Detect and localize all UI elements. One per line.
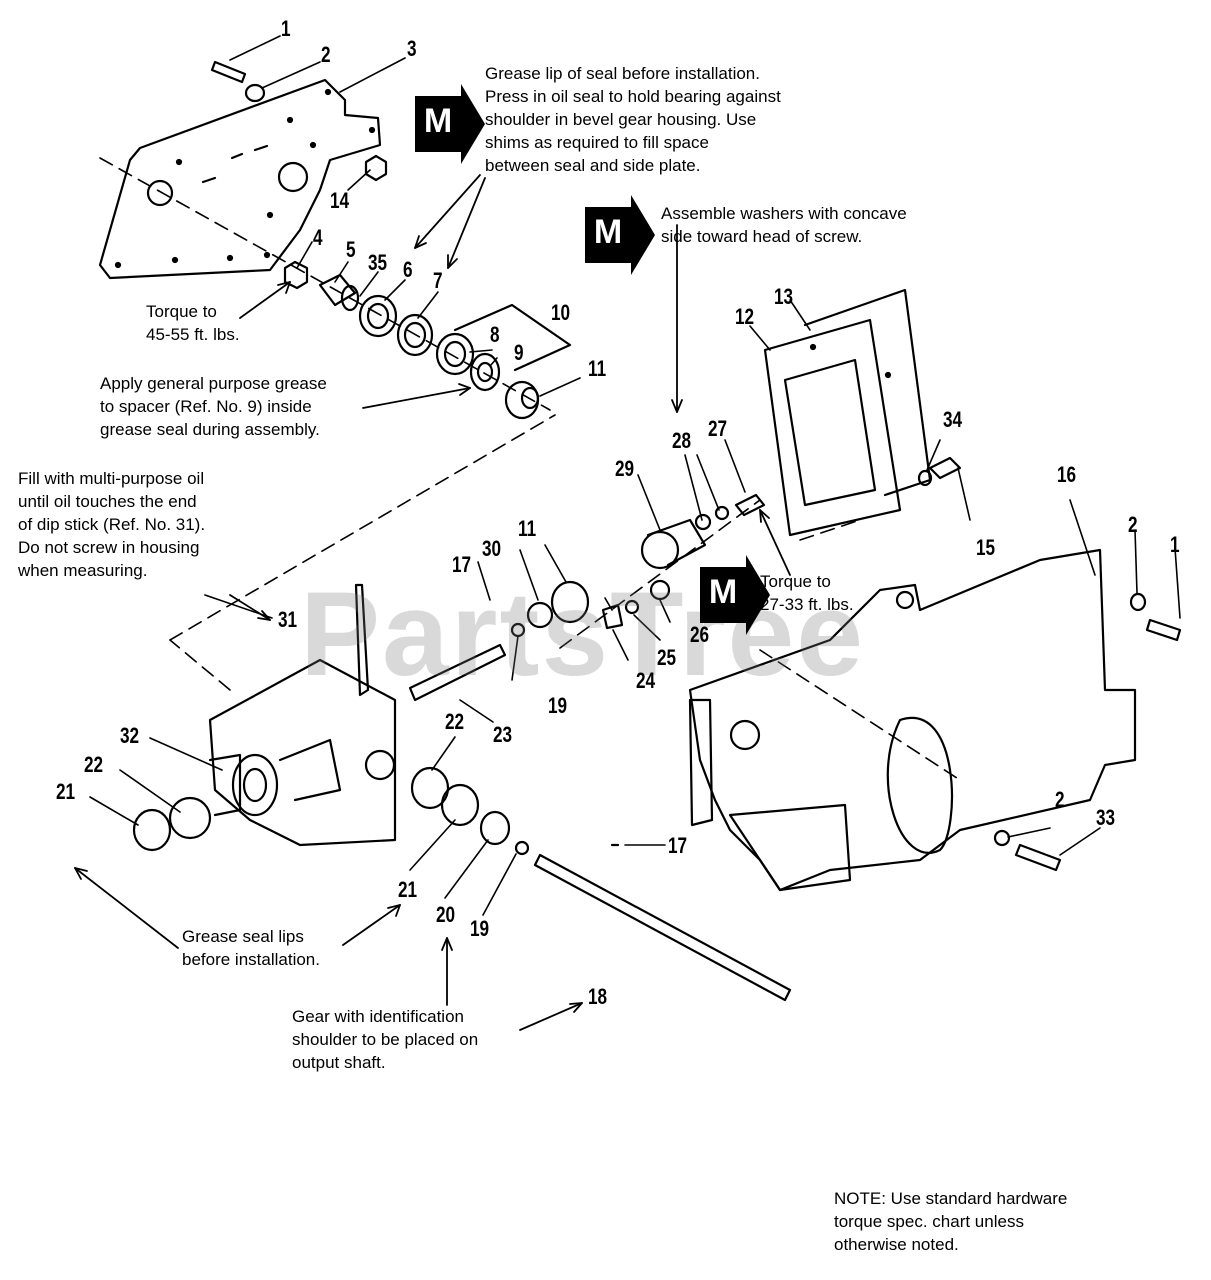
gear-part-29 <box>640 530 680 570</box>
callout-30: 30 <box>482 536 502 561</box>
callout-6: 6 <box>403 257 413 282</box>
callout-11-lower: 11 <box>518 516 537 541</box>
right-bracket-part-16 <box>688 548 1137 892</box>
callout-29: 29 <box>615 456 635 481</box>
callout-17-lower: 17 <box>668 833 688 858</box>
shaft-part-23 <box>408 643 507 702</box>
callout-19-lower: 19 <box>470 916 490 941</box>
gear-part-20 <box>479 810 511 846</box>
callout-18: 18 <box>588 984 608 1009</box>
callout-34: 34 <box>943 407 963 432</box>
callout-24: 24 <box>636 668 656 693</box>
bevel-gear-housing <box>208 658 397 847</box>
m-badge-2: M <box>585 195 655 275</box>
centerlines <box>99 157 961 781</box>
dipstick-part-31 <box>354 583 370 697</box>
nut-part-14 <box>364 154 388 182</box>
callout-31: 31 <box>278 607 298 632</box>
output-shaft-part-18 <box>533 853 792 1002</box>
callout-33: 33 <box>1096 805 1116 830</box>
callout-2: 2 <box>321 42 331 67</box>
m-badge-3: M <box>700 555 770 635</box>
screw-part-27 <box>734 493 766 517</box>
callout-3: 3 <box>407 36 417 61</box>
screw-part-33 <box>1014 843 1062 872</box>
callout-8: 8 <box>490 322 500 347</box>
part-24 <box>601 603 624 630</box>
callout-35: 35 <box>368 250 388 275</box>
callout-19-upper: 19 <box>548 693 568 718</box>
seal-part-21-lower <box>440 783 480 827</box>
callout-16: 16 <box>1057 462 1077 487</box>
callout-2-right: 2 <box>1128 512 1138 537</box>
callout-10: 10 <box>551 300 571 325</box>
callout-22-upper: 22 <box>445 709 465 734</box>
note-gear-id: Gear with identification shoulder to be … <box>292 1007 479 1072</box>
callout-13: 13 <box>774 284 794 309</box>
callout-9: 9 <box>514 340 524 365</box>
note-torque-27: Torque to 27-33 ft. lbs. <box>760 572 854 614</box>
bracket-10 <box>453 303 572 372</box>
note-grease-lip: Grease lip of seal before installation. … <box>485 64 781 175</box>
callout-1-right: 1 <box>1170 532 1180 557</box>
callout-11-upper: 11 <box>588 356 607 381</box>
note-fill-oil: Fill with multi-purpose oil until oil to… <box>18 469 206 580</box>
bearing-part-11 <box>550 580 590 624</box>
screw-part-1 <box>210 60 247 84</box>
bearing-part-22 <box>168 796 212 840</box>
callout-20: 20 <box>436 902 456 927</box>
callout-28: 28 <box>672 428 692 453</box>
watermark-text: PartsTree <box>300 567 866 701</box>
note-grease-seal-lips: Grease seal lips before installation. <box>182 927 320 969</box>
callout-1: 1 <box>281 16 291 41</box>
note-hardware: NOTE: Use standard hardware torque spec.… <box>834 1189 1068 1254</box>
note-washers: Assemble washers with concave side towar… <box>661 204 907 246</box>
m-badge-1: M <box>415 84 485 164</box>
screw-part-15 <box>928 456 962 480</box>
callout-14: 14 <box>330 188 350 213</box>
note-torque-45: Torque to 45-55 ft. lbs. <box>146 302 240 344</box>
gasket-cover-12-13 <box>763 288 932 537</box>
callout-7: 7 <box>433 268 443 293</box>
seal-part-21 <box>132 808 172 852</box>
washer-part-34 <box>917 469 933 487</box>
callout-22-left: 22 <box>84 752 104 777</box>
annotation-arrows <box>74 174 791 1031</box>
screw-part-1-right <box>1145 618 1182 642</box>
callout-15: 15 <box>976 535 996 560</box>
callout-4: 4 <box>313 225 323 250</box>
callout-21-left: 21 <box>56 779 76 804</box>
callout-27: 27 <box>708 416 728 441</box>
callout-2-lower: 2 <box>1055 787 1065 812</box>
bearing-part-22-lower <box>410 766 450 810</box>
note-spacer-grease: Apply general purpose grease to spacer (… <box>100 374 327 439</box>
callout-26: 26 <box>690 622 710 647</box>
callout-32: 32 <box>120 723 140 748</box>
callout-12: 12 <box>735 304 755 329</box>
callout-21-lower: 21 <box>398 877 418 902</box>
washer-part-2 <box>244 83 266 103</box>
callout-17-upper: 17 <box>452 552 472 577</box>
callout-23: 23 <box>493 722 513 747</box>
side-plate-part-3 <box>98 78 382 280</box>
callout-25: 25 <box>657 645 677 670</box>
bearing-stack <box>283 260 540 420</box>
callout-5: 5 <box>346 237 356 262</box>
leader-lines <box>89 35 1181 916</box>
